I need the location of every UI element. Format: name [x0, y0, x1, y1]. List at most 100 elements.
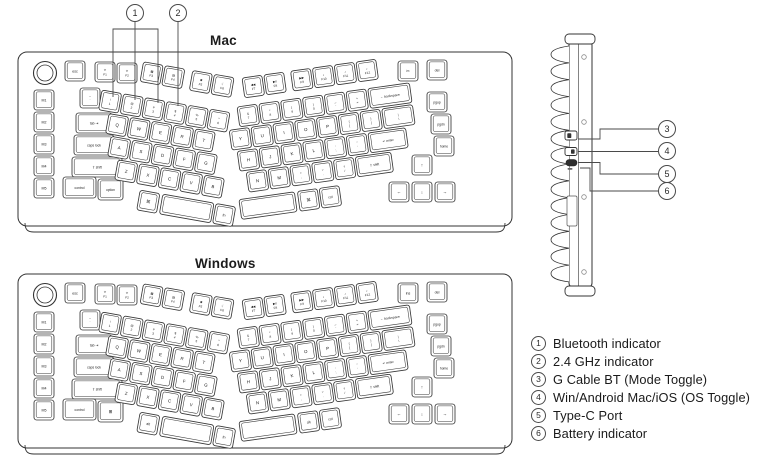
- svg-text:.: .: [322, 394, 324, 398]
- svg-text:F9: F9: [300, 80, 304, 85]
- svg-text:^: ^: [218, 117, 221, 121]
- key-fn: fn: [212, 425, 236, 449]
- key-l: L: [302, 139, 326, 163]
- svg-text:F3: F3: [149, 295, 154, 300]
- legend-text-battery: Battery indicator: [553, 425, 648, 441]
- key-f2: ☀F2: [116, 62, 138, 84]
- svg-text:): ): [313, 324, 315, 328]
- svg-text:M: M: [277, 175, 282, 181]
- svg-text:M5: M5: [42, 408, 47, 412]
- windows-layout-title: Windows: [195, 256, 256, 271]
- key-3: #3: [141, 319, 166, 343]
- legend-item-typec: 5 Type-C Port: [531, 407, 750, 423]
- svg-text:9: 9: [291, 332, 294, 336]
- key-d: D: [150, 365, 175, 390]
- key-esc: esc: [64, 60, 86, 82]
- key-6: ^6: [206, 331, 231, 355]
- svg-text:4: 4: [173, 113, 176, 117]
- svg-text:2: 2: [175, 8, 180, 18]
- key-f11: ♪F11: [334, 62, 357, 85]
- svg-text:3: 3: [152, 331, 155, 335]
- svg-text:|: |: [397, 113, 399, 117]
- svg-text:Z: Z: [124, 391, 128, 396]
- key-home: home: [433, 135, 455, 157]
- key-7: &7: [236, 326, 260, 349]
- svg-text:A: A: [117, 367, 121, 372]
- key-h: H: [237, 148, 260, 172]
- svg-text:Z: Z: [124, 169, 128, 174]
- svg-text:M3: M3: [42, 142, 47, 146]
- key-→: →: [434, 181, 456, 203]
- key-space: [159, 416, 215, 445]
- key-symbol: |\: [381, 104, 416, 129]
- svg-text:C: C: [168, 398, 172, 403]
- svg-text:9: 9: [291, 110, 294, 114]
- key-e: E: [148, 343, 173, 367]
- svg-text:☀: ☀: [126, 69, 129, 73]
- svg-text:R: R: [180, 356, 184, 361]
- svg-text:↑: ↑: [421, 162, 423, 167]
- key-ctrl: ctrl: [319, 407, 342, 431]
- svg-text:K: K: [290, 151, 294, 156]
- svg-text:V: V: [189, 402, 193, 407]
- key-d: D: [150, 143, 175, 168]
- key-f: F: [172, 147, 196, 171]
- svg-text:|: |: [397, 335, 399, 339]
- svg-text:← backspace: ← backspace: [380, 93, 401, 100]
- svg-text:F11: F11: [343, 74, 349, 79]
- svg-text:caps lock: caps lock: [87, 143, 101, 147]
- callout-line-3: [578, 128, 658, 140]
- key-←backspace: ← backspace: [367, 82, 413, 109]
- svg-text:↵ enter: ↵ enter: [382, 360, 395, 366]
- side-screw-3: [581, 194, 587, 200]
- svg-text:⇧ shift: ⇧ shift: [369, 162, 379, 167]
- svg-text:♪: ♪: [344, 70, 347, 74]
- svg-text:L: L: [312, 148, 316, 153]
- key-home: home: [433, 357, 455, 379]
- key-m1: M1: [33, 89, 55, 111]
- key-8: *8: [258, 101, 282, 124]
- key-r: R: [170, 125, 194, 149]
- key-6: ^6: [206, 109, 231, 133]
- svg-text:✂: ✂: [406, 68, 410, 73]
- legend-number-1: 1: [531, 335, 546, 351]
- svg-text:☀: ☀: [104, 68, 107, 72]
- svg-text:<: <: [300, 171, 303, 175]
- key-5: %5: [185, 105, 209, 129]
- svg-text:I: I: [283, 130, 285, 135]
- key-⌘: ⌘: [136, 190, 160, 214]
- legend-item-24ghz: 2 2.4 GHz indicator: [531, 353, 750, 369]
- svg-text:_: _: [333, 99, 337, 103]
- svg-text:&: &: [247, 333, 251, 337]
- key-m3: M3: [33, 133, 55, 155]
- key-↑: ↑: [411, 376, 433, 398]
- svg-text:☾: ☾: [221, 82, 224, 86]
- svg-text:C: C: [168, 176, 172, 181]
- key-space: [238, 191, 298, 220]
- svg-text:4: 4: [173, 335, 176, 339]
- key-symbol: _-: [324, 313, 347, 337]
- key-shift: ⇧ shift: [71, 156, 123, 178]
- svg-text:5: 5: [195, 117, 198, 121]
- svg-text:♪: ♪: [322, 295, 325, 299]
- svg-text:{: {: [348, 120, 350, 124]
- callout-2-24ghz: 2: [169, 4, 187, 22]
- key-f6: ☾F6: [210, 74, 235, 98]
- callout-3-mode-toggle: 3: [658, 120, 676, 138]
- svg-text:2: 2: [130, 328, 133, 332]
- key-m2: M2: [33, 333, 55, 355]
- side-flip-foot: [566, 195, 578, 227]
- svg-text:♪: ♪: [366, 67, 369, 71]
- svg-text:⌘: ⌘: [146, 199, 151, 205]
- legend-item-bluetooth: 1 Bluetooth indicator: [531, 335, 750, 351]
- svg-text:✱: ✱: [200, 78, 204, 82]
- svg-text:]: ]: [371, 343, 373, 347]
- key-z: Z: [114, 159, 138, 184]
- key-↓: ↓: [411, 403, 433, 425]
- svg-text:F10: F10: [321, 299, 327, 304]
- svg-text:⇧ shift: ⇧ shift: [92, 387, 102, 391]
- svg-text:O: O: [304, 127, 309, 133]
- svg-text:): ): [313, 102, 315, 106]
- svg-text:K: K: [290, 373, 294, 378]
